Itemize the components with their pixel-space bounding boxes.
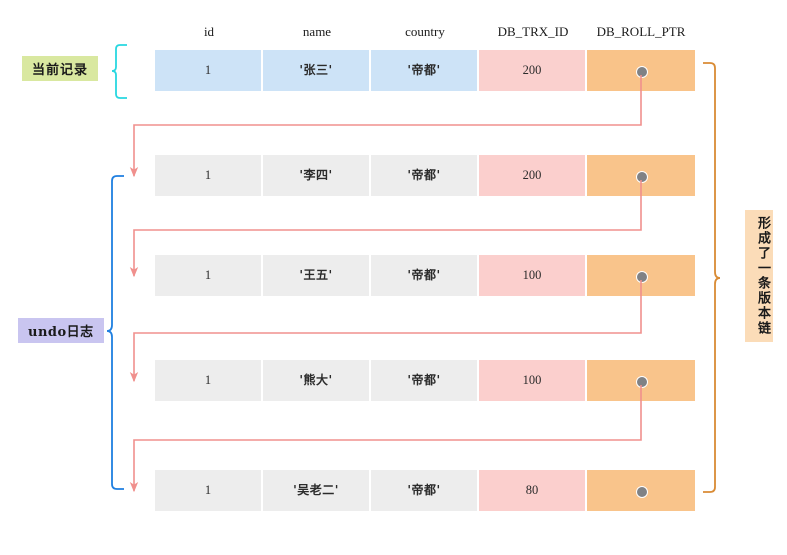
label-undo-log: undo日志 bbox=[18, 318, 104, 343]
brace-current-record bbox=[111, 44, 127, 99]
label-current-record: 当前记录 bbox=[22, 56, 99, 81]
label-version-chain: 形成了一条版本链 bbox=[745, 210, 773, 342]
cell-db-roll-ptr bbox=[587, 255, 695, 296]
cell-name: '熊大' bbox=[263, 360, 371, 401]
cell-db-roll-ptr bbox=[587, 50, 695, 91]
pointer-dot-icon bbox=[636, 375, 648, 388]
brace-undo-log bbox=[106, 175, 124, 490]
cell-name: '吴老二' bbox=[263, 470, 371, 511]
table-row: 1 '吴老二' '帝都' 80 bbox=[155, 470, 695, 511]
cell-id: 1 bbox=[155, 155, 263, 196]
pointer-dot-icon bbox=[636, 270, 648, 283]
cell-country: '帝都' bbox=[371, 470, 479, 511]
cell-db-trx-id: 100 bbox=[479, 360, 587, 401]
pointer-dot-icon bbox=[636, 485, 648, 498]
cell-db-trx-id: 200 bbox=[479, 50, 587, 91]
cell-country: '帝都' bbox=[371, 360, 479, 401]
column-header-db-roll-ptr: DB_ROLL_PTR bbox=[596, 24, 686, 39]
column-header-name: name bbox=[302, 24, 332, 39]
cell-name: '李四' bbox=[263, 155, 371, 196]
pointer-dot-icon bbox=[636, 170, 648, 183]
cell-id: 1 bbox=[155, 255, 263, 296]
cell-db-roll-ptr bbox=[587, 155, 695, 196]
cell-id: 1 bbox=[155, 360, 263, 401]
column-header-country: country bbox=[405, 24, 445, 39]
table-row: 1 '李四' '帝都' 200 bbox=[155, 155, 695, 196]
column-header-id: id bbox=[203, 24, 215, 39]
cell-country: '帝都' bbox=[371, 50, 479, 91]
cell-db-roll-ptr bbox=[587, 470, 695, 511]
cell-db-trx-id: 100 bbox=[479, 255, 587, 296]
cell-id: 1 bbox=[155, 470, 263, 511]
table-row: 1 '熊大' '帝都' 100 bbox=[155, 360, 695, 401]
cell-db-trx-id: 200 bbox=[479, 155, 587, 196]
cell-db-trx-id: 80 bbox=[479, 470, 587, 511]
table-row: 1 '张三' '帝都' 200 bbox=[155, 50, 695, 91]
cell-name: '张三' bbox=[263, 50, 371, 91]
cell-country: '帝都' bbox=[371, 155, 479, 196]
cell-country: '帝都' bbox=[371, 255, 479, 296]
cell-db-roll-ptr bbox=[587, 360, 695, 401]
pointer-dot-icon bbox=[636, 65, 648, 78]
cell-name: '王五' bbox=[263, 255, 371, 296]
cell-id: 1 bbox=[155, 50, 263, 91]
table-row: 1 '王五' '帝都' 100 bbox=[155, 255, 695, 296]
brace-version-chain bbox=[703, 62, 721, 493]
column-header-db-trx-id: DB_TRX_ID bbox=[497, 24, 569, 39]
